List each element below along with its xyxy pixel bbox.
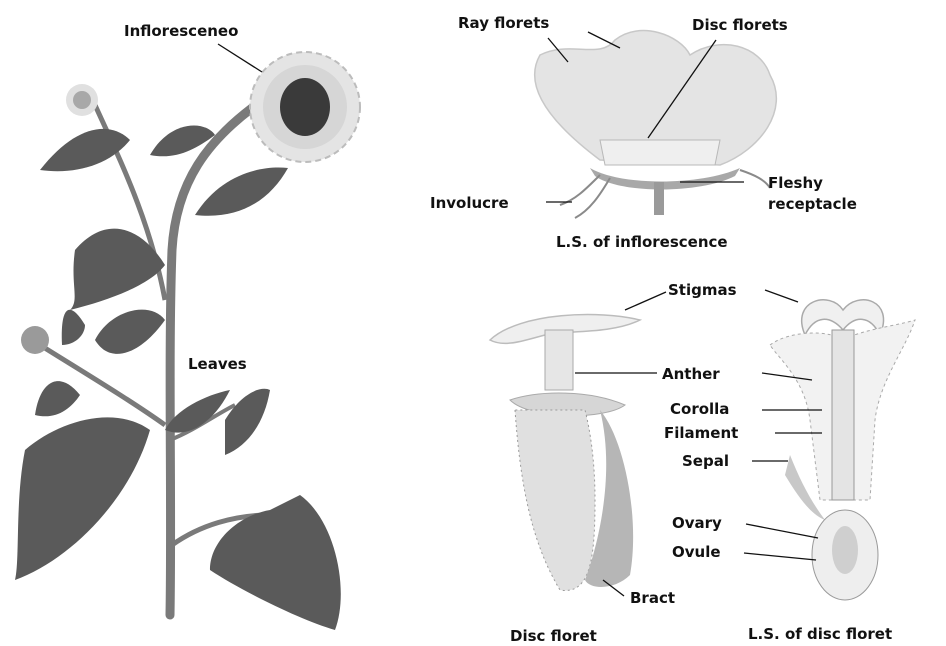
label-stigmas: Stigmas <box>668 281 737 299</box>
label-ovule: Ovule <box>672 543 721 561</box>
leaf <box>40 129 130 171</box>
label-filament: Filament <box>664 424 738 442</box>
label-ls-disc-floret: L.S. of disc floret <box>748 625 892 643</box>
inflorescence-section-illustration <box>535 31 777 218</box>
label-receptacle: receptacle <box>768 195 857 213</box>
leaf <box>225 389 270 455</box>
label-ovary: Ovary <box>672 514 722 532</box>
peduncle <box>654 182 664 215</box>
label-disc-floret: Disc floret <box>510 627 597 645</box>
sunflower-head <box>250 52 360 162</box>
leaf <box>62 310 85 345</box>
anther-column-ls <box>832 330 854 500</box>
leaf <box>95 310 165 354</box>
disc-floret-illustration <box>490 315 640 591</box>
leaf <box>35 381 80 416</box>
leaf <box>195 168 288 216</box>
label-leaves: Leaves <box>188 355 247 373</box>
label-anther: Anther <box>662 365 720 383</box>
flower-bud <box>21 326 49 354</box>
ovule-ls <box>832 526 858 574</box>
flower-bud-small <box>66 84 98 116</box>
label-bract: Bract <box>630 589 675 607</box>
leader-line <box>218 44 262 72</box>
label-ls-inflorescence: L.S. of inflorescence <box>556 233 728 251</box>
floret-ovary-body <box>515 410 595 590</box>
whole-plant-illustration <box>15 52 360 630</box>
label-inflorescence: Infloresceneo <box>124 22 238 40</box>
label-involucre: Involucre <box>430 194 509 212</box>
label-fleshy: Fleshy <box>768 174 823 192</box>
label-corolla: Corolla <box>670 400 729 418</box>
involucre-bracts <box>560 170 770 218</box>
leader-line <box>746 524 818 538</box>
leader-line <box>744 553 816 560</box>
anther-tube <box>545 330 573 390</box>
fleshy-receptacle <box>590 168 740 190</box>
label-disc-florets: Disc florets <box>692 16 788 34</box>
disc-florets-cluster <box>600 140 720 165</box>
leader-line <box>765 290 798 302</box>
label-ray-florets: Ray florets <box>458 14 549 32</box>
ls-disc-floret-illustration <box>770 300 915 600</box>
leader-line <box>625 292 666 310</box>
label-sepal: Sepal <box>682 452 729 470</box>
leaf <box>210 495 341 630</box>
leaf <box>15 417 150 580</box>
